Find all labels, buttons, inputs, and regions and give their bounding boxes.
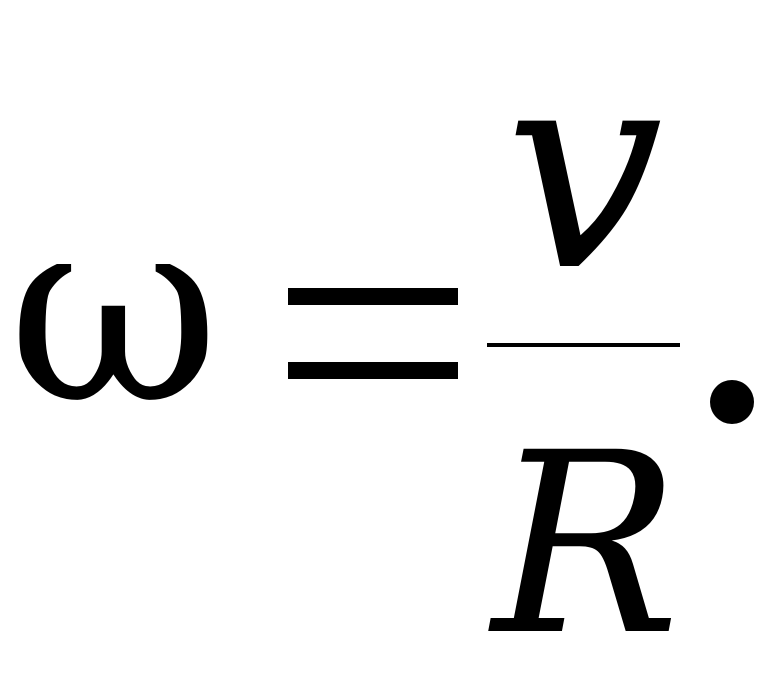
formula-lhs-omega: ω — [8, 159, 221, 461]
period-dot — [710, 380, 754, 424]
fraction-bar — [487, 343, 680, 347]
formula: ω v R — [8, 7, 754, 670]
fraction-denominator: R — [492, 399, 681, 690]
equals-sign-lower-bar — [288, 362, 458, 379]
fraction-numerator: v — [505, 7, 664, 333]
equals-sign-upper-bar — [288, 288, 458, 305]
